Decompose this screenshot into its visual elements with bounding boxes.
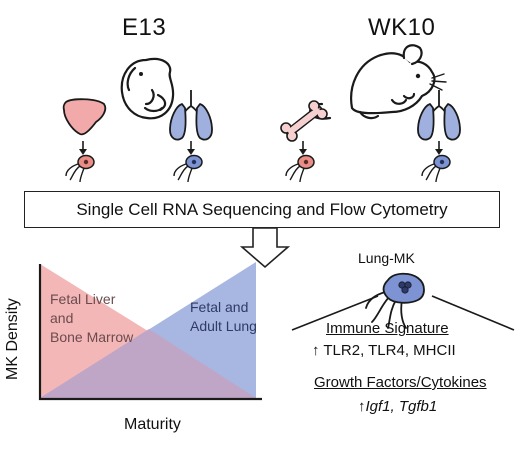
immune-signature-values: ↑ TLR2, TLR4, MHCII <box>312 342 456 359</box>
bracket-left <box>291 295 379 331</box>
lung-icon-adult <box>417 90 461 141</box>
bracket-right <box>431 295 515 331</box>
overlap-density-region <box>40 329 256 398</box>
bone-icon <box>280 100 328 142</box>
y-axis-label: MK Density <box>4 298 21 380</box>
down-arrow-icon <box>79 141 443 155</box>
series-label-liver-line1: Fetal Liver <box>50 291 116 307</box>
series-label-liver-line2: and <box>50 310 74 326</box>
series-label-lung: Fetal and Adult Lung <box>190 298 257 336</box>
liver-icon <box>62 98 107 136</box>
lung-mk-illustration <box>291 272 515 331</box>
embryo-icon <box>120 57 175 120</box>
method-banner: Single Cell RNA Sequencing and Flow Cyto… <box>24 191 500 228</box>
lung-mk-title: Lung-MK <box>358 250 415 266</box>
megakaryocyte-icon-large <box>365 272 425 329</box>
stage-title-wk10: WK10 <box>368 14 436 41</box>
series-label-lung-line1: Fetal and <box>190 299 249 315</box>
megakaryocyte-icon-lung-adult <box>421 154 451 183</box>
tissue-illustrations <box>62 44 461 183</box>
stage-title-e13: E13 <box>122 14 167 41</box>
megakaryocyte-icon-liver <box>65 154 95 183</box>
growth-factors-line: ↑Igf1, Tgfb1 <box>358 398 437 415</box>
series-label-lung-line2: Adult Lung <box>190 318 257 334</box>
growth-factors-header: Growth Factors/Cytokines <box>314 374 487 391</box>
x-axis-label: Maturity <box>124 416 181 433</box>
mouse-icon <box>309 44 447 120</box>
megakaryocyte-icon-lung-embryo <box>173 154 203 183</box>
lung-icon-embryo <box>169 90 213 141</box>
megakaryocyte-icon-bone <box>285 154 315 183</box>
series-label-liver-line3: Bone Marrow <box>50 329 134 345</box>
density-chart <box>38 262 262 401</box>
series-label-liver: Fetal Liver and Bone Marrow <box>50 290 133 347</box>
immune-signature-header: Immune Signature <box>326 320 449 337</box>
hollow-down-arrow-icon <box>240 227 290 269</box>
growth-factors-values: Igf1, Tgfb1 <box>365 398 438 415</box>
up-arrow-icon: ↑ <box>358 398 366 415</box>
